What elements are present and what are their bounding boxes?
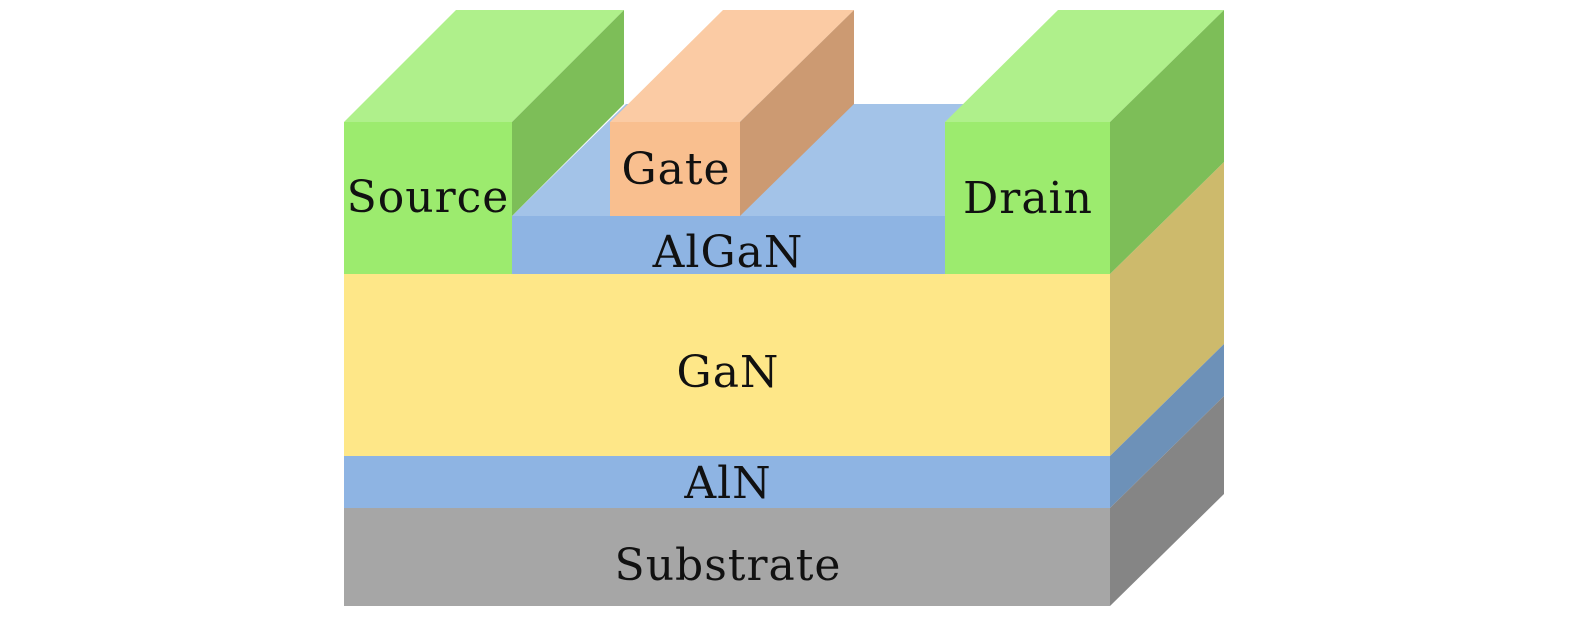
substrate-side-face	[1110, 396, 1224, 606]
gate-contact	[610, 122, 740, 216]
source-contact	[344, 122, 512, 274]
gan-layer	[344, 274, 1110, 456]
algan-label: AlGaN	[652, 227, 804, 278]
source-label: Source	[347, 172, 510, 223]
gan-label: GaN	[677, 347, 780, 398]
drain-side-face	[1110, 10, 1224, 274]
gate-top-face	[610, 10, 854, 122]
gate-label: Gate	[621, 144, 730, 195]
source-top-face	[344, 10, 624, 122]
drain-contact	[945, 122, 1110, 274]
drain-top-face	[945, 10, 1224, 122]
source-side-face	[512, 10, 624, 216]
gate-side-face	[740, 10, 854, 216]
drain-label: Drain	[963, 173, 1093, 224]
aln-side-face	[1110, 344, 1224, 508]
substrate-label: Substrate	[615, 540, 842, 591]
gan-side-face	[1110, 162, 1224, 456]
algan-layer	[512, 216, 945, 274]
aln-layer	[344, 456, 1110, 508]
substrate-layer	[344, 508, 1110, 606]
aln-label: AlN	[683, 458, 771, 509]
